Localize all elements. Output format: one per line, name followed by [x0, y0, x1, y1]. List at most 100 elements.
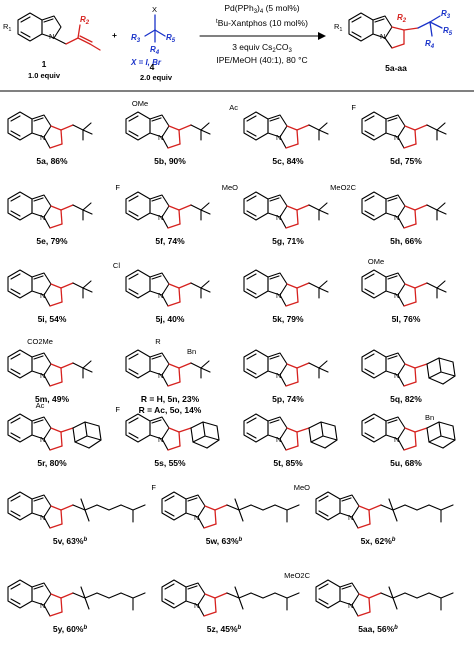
compound-label: 5l, 76%	[392, 314, 421, 324]
compound-label: 5v, 63%b	[53, 536, 88, 546]
reactant-1-structure: N R1 R2	[3, 12, 101, 51]
substituent-label: MeO	[294, 483, 310, 492]
svg-text:N: N	[394, 371, 399, 380]
reactant-1-equiv: 1.0 equiv	[28, 71, 61, 80]
substituent-label: F	[115, 183, 120, 192]
reactant-4-x: X	[152, 5, 157, 14]
svg-text:N: N	[276, 133, 281, 142]
svg-text:N: N	[158, 213, 163, 222]
reactant-4-structure: X R3 R5 R4	[131, 5, 176, 56]
compound-label: 5i, 54%	[38, 314, 67, 324]
product-r1: R1	[334, 22, 342, 33]
product-r4: R4	[425, 39, 435, 50]
compound-label: 5e, 79%	[36, 236, 68, 246]
compound-label: 5f, 74%	[155, 236, 185, 246]
compound-label: 5k, 79%	[272, 314, 304, 324]
compound-label: 5w, 63%b	[206, 536, 243, 546]
product-structure: N R1 R2 R3 R5 R4	[334, 9, 453, 50]
compound-5y: N 5y, 60%b	[7, 579, 146, 634]
substituent-label: CO2Me	[27, 337, 53, 346]
compound-label: 5u, 68%	[390, 458, 422, 468]
substituent-label-2: Bn	[187, 347, 196, 356]
reactant-4-x-definition: X = I, Br	[130, 58, 162, 67]
compound-5s: N F 5s, 55%	[115, 405, 220, 468]
compound-label: 5y, 60%b	[53, 624, 88, 634]
svg-text:N: N	[394, 213, 399, 222]
svg-text:N: N	[276, 291, 281, 300]
compound-label: 5s, 55%	[154, 458, 186, 468]
svg-text:N: N	[394, 291, 399, 300]
substituent-label: Ac	[36, 401, 45, 410]
condition-solvent: IPE/MeOH (40:1), 80 °C	[216, 55, 307, 65]
compound-label: 5x, 62%b	[361, 536, 396, 546]
svg-text:N: N	[158, 371, 163, 380]
svg-text:N: N	[40, 435, 45, 444]
compound-5p: N 5p, 74%	[243, 349, 329, 404]
scheme-header: N R1 R2 1 1.0 equiv + X R3 R5 R4 X = I, …	[3, 3, 453, 82]
reactant-4-r5: R5	[166, 33, 176, 44]
reactant-4-number: 4	[150, 62, 155, 72]
compound-label: 5j, 40%	[156, 314, 185, 324]
compound-5e: N 5e, 79%	[7, 191, 93, 246]
compound-5i: N5i, 54%	[7, 269, 93, 324]
compound-label: 5a, 86%	[36, 156, 68, 166]
svg-text:N: N	[194, 601, 199, 610]
substituent-label: F	[351, 103, 356, 112]
compound-5v: N5v, 63%b	[7, 491, 146, 546]
substituent-label: Cl	[113, 261, 120, 270]
svg-text:N: N	[348, 513, 353, 522]
reactant-1-r2: R2	[80, 15, 90, 26]
substituent-label: R	[155, 337, 161, 346]
substituent-label: OMe	[368, 257, 384, 266]
compound-label: 5aa, 56%b	[358, 624, 398, 634]
compound-label: R = H, 5n, 23%	[141, 394, 200, 404]
product-n-atom: N	[380, 32, 385, 41]
condition-ligand: tBu-Xantphos (10 mol%)	[216, 18, 308, 28]
condition-base: 3 equiv Cs2CO3	[232, 42, 292, 54]
compound-5q: N 5q, 82%	[361, 349, 456, 404]
substituent-label: Bn	[425, 413, 434, 422]
reactant-1-r1: R1	[3, 22, 11, 33]
reactant-4-r3: R3	[131, 33, 141, 44]
compound-label: 5q, 82%	[390, 394, 422, 404]
condition-catalyst: Pd(PPh3)4 (5 mol%)	[224, 3, 299, 15]
compound-5a: N 5a, 86%	[7, 111, 93, 166]
substituent-label: MeO2C	[284, 571, 310, 580]
plus-sign: +	[112, 30, 117, 40]
svg-text:N: N	[276, 371, 281, 380]
reactant-4-equiv: 2.0 equiv	[140, 73, 173, 82]
compound-5k: N 5k, 79%	[243, 269, 329, 324]
svg-text:N: N	[40, 213, 45, 222]
svg-text:N: N	[158, 435, 163, 444]
substituent-label: OMe	[132, 99, 148, 108]
svg-text:N: N	[158, 291, 163, 300]
compound-5n: N R Bn R = H, 5n, 23%R = Ac, 5o, 14%	[125, 337, 211, 415]
substituent-label: F	[115, 405, 120, 414]
compound-label: 5c, 84%	[272, 156, 304, 166]
compound-label-2: R = Ac, 5o, 14%	[139, 405, 202, 415]
compound-5z: N5z, 45%b	[161, 579, 300, 634]
compound-label: 5g, 71%	[272, 236, 304, 246]
svg-text:N: N	[40, 601, 45, 610]
compound-label: 5b, 90%	[154, 156, 186, 166]
product-r2: R2	[397, 13, 407, 24]
svg-text:N: N	[40, 133, 45, 142]
compound-5l: N OMe 5l, 76%	[361, 257, 447, 324]
compound-5u: N Bn 5u, 68%	[361, 413, 456, 468]
compound-label: 5t, 85%	[273, 458, 303, 468]
reactant-1-n-atom: N	[49, 32, 54, 41]
svg-text:N: N	[276, 435, 281, 444]
svg-text:N: N	[394, 435, 399, 444]
svg-text:N: N	[394, 133, 399, 142]
svg-text:N: N	[276, 213, 281, 222]
compound-label: 5p, 74%	[272, 394, 304, 404]
